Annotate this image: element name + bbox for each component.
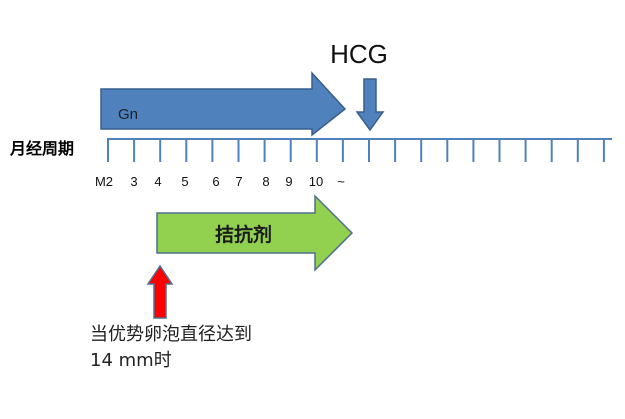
antagonist-label: 拮抗剂: [215, 223, 272, 246]
caption-line-1: 当优势卵泡直径达到: [90, 324, 252, 345]
caption-line-2: 14 mm时: [90, 350, 172, 371]
hcg-down-arrow: [355, 78, 385, 132]
day-label: 8: [262, 174, 269, 189]
gn-arrow: [100, 71, 347, 137]
day-label: 3: [130, 174, 137, 189]
day-label: 5: [181, 174, 188, 189]
cycle-timeline: [107, 138, 612, 162]
day-label: 7: [235, 174, 242, 189]
day-label: 6: [212, 174, 219, 189]
day-label: 10: [309, 174, 323, 189]
hcg-label: HCG: [330, 39, 388, 69]
start-up-arrow: [146, 264, 174, 319]
day-label: 9: [285, 174, 292, 189]
day-labels: M2 3 4 5 6 7 8 9 10 ~: [95, 174, 345, 189]
day-label: M2: [95, 174, 113, 189]
start-condition-caption: 当优势卵泡直径达到 14 mm时: [90, 322, 350, 374]
antagonist-arrow: [156, 194, 354, 272]
cycle-label: 月经周期: [9, 139, 74, 158]
day-label: ~: [337, 174, 345, 189]
gn-label: Gn: [118, 106, 138, 123]
day-label: 4: [154, 174, 161, 189]
